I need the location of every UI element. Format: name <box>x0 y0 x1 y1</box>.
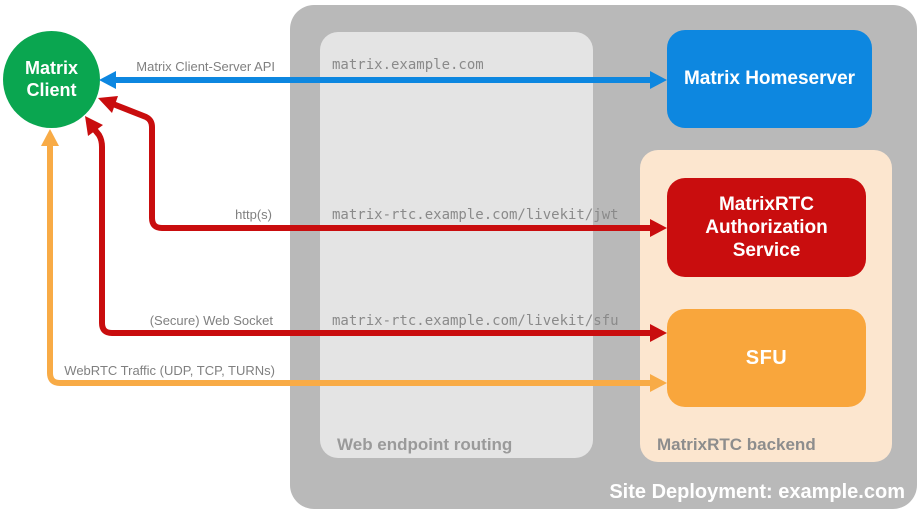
matrix-client-node: Matrix Client <box>3 31 100 128</box>
webrtc-traffic-label: WebRTC Traffic (UDP, TCP, TURNs) <box>64 363 275 378</box>
sfu-node: SFU <box>667 309 866 407</box>
web-endpoint-routing-label: Web endpoint routing <box>337 435 513 454</box>
matrix-client-label: Matrix Client <box>24 57 78 100</box>
matrix-homeserver-label: Matrix Homeserver <box>683 68 856 90</box>
matrixrtc-auth-service-node: MatrixRTC Authorization Service <box>667 178 866 277</box>
sfu-endpoint-url: matrix-rtc.example.com/livekit/sfu <box>332 313 619 329</box>
site-deployment-label: Site Deployment: example.com <box>609 481 905 503</box>
sfu-label: SFU <box>745 346 788 369</box>
https-label: http(s) <box>235 207 272 222</box>
web-endpoint-routing-container <box>320 32 593 458</box>
homeserver-endpoint-url: matrix.example.com <box>332 57 484 73</box>
matrix-homeserver-node: Matrix Homeserver <box>667 30 872 128</box>
websocket-label: (Secure) Web Socket <box>149 313 273 328</box>
matrixrtc-backend-label: MatrixRTC backend <box>657 435 816 454</box>
matrixrtc-auth-service-label: MatrixRTC Authorization Service <box>705 193 828 262</box>
client-server-api-label: Matrix Client-Server API <box>136 59 275 74</box>
jwt-endpoint-url: matrix-rtc.example.com/livekit/jwt <box>332 207 619 223</box>
